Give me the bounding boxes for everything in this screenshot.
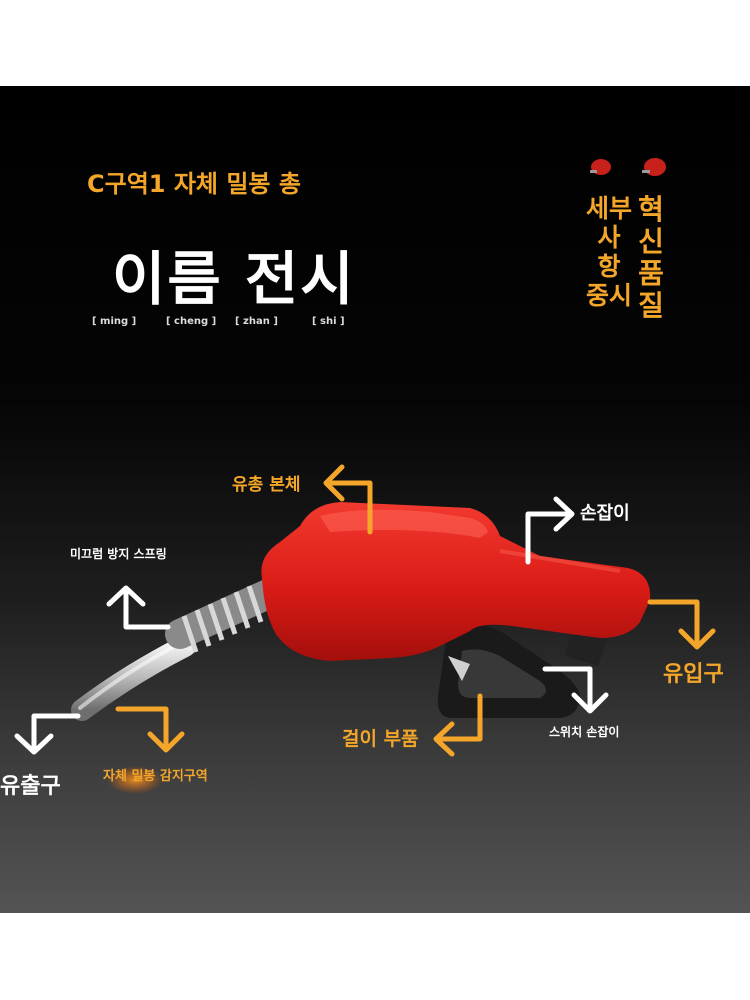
pinyin-shi: [ shi ] <box>312 316 345 327</box>
slogan-char: 혁 <box>638 193 664 226</box>
side-slogan-quality: 혁 신 품 질 <box>636 194 666 322</box>
anti-slip-spring <box>165 579 283 653</box>
label-sensor-zone: 자체 밀봉 감지구역 <box>103 769 208 784</box>
gun-body <box>261 502 651 661</box>
pinyin-ming: [ ming ] <box>92 316 137 327</box>
mini-nozzle-icon <box>642 158 666 176</box>
slogan-char: 항 <box>597 252 621 281</box>
label-hook-part: 걸이 부품 <box>342 728 419 750</box>
slogan-char: 품 <box>638 257 664 290</box>
slogan-char: 세부 <box>585 194 632 223</box>
label-handle: 손잡이 <box>580 503 630 524</box>
mini-nozzle-icon <box>590 159 611 175</box>
label-inlet: 유입구 <box>663 662 724 687</box>
page-title: 이름 전시 <box>112 245 356 313</box>
pinyin-zhan: [ zhan ] <box>235 316 278 327</box>
slogan-char: 질 <box>638 289 664 322</box>
slogan-char: 신 <box>638 225 664 258</box>
product-banner: C구역1 자체 밀봉 총 이름 전시 [ ming ] [ cheng ] [ … <box>0 86 750 913</box>
sensor-glow <box>107 766 163 794</box>
label-switch-handle: 스위치 손잡이 <box>549 725 620 739</box>
subtitle: C구역1 자체 밀봉 총 <box>87 170 301 198</box>
pinyin-cheng: [ cheng ] <box>166 316 217 327</box>
label-anti-slip-spring: 미끄럼 방지 스프링 <box>70 547 167 561</box>
slogan-char: 중시 <box>585 281 632 310</box>
side-slogan-detail: 세부 사 항 중시 <box>583 194 635 310</box>
spout-tube <box>71 635 196 721</box>
label-outlet: 유출구 <box>0 774 61 799</box>
label-gun-body: 유총 본체 <box>232 475 301 495</box>
slogan-char: 사 <box>597 223 621 252</box>
fuel-nozzle-illustration <box>14 158 716 794</box>
